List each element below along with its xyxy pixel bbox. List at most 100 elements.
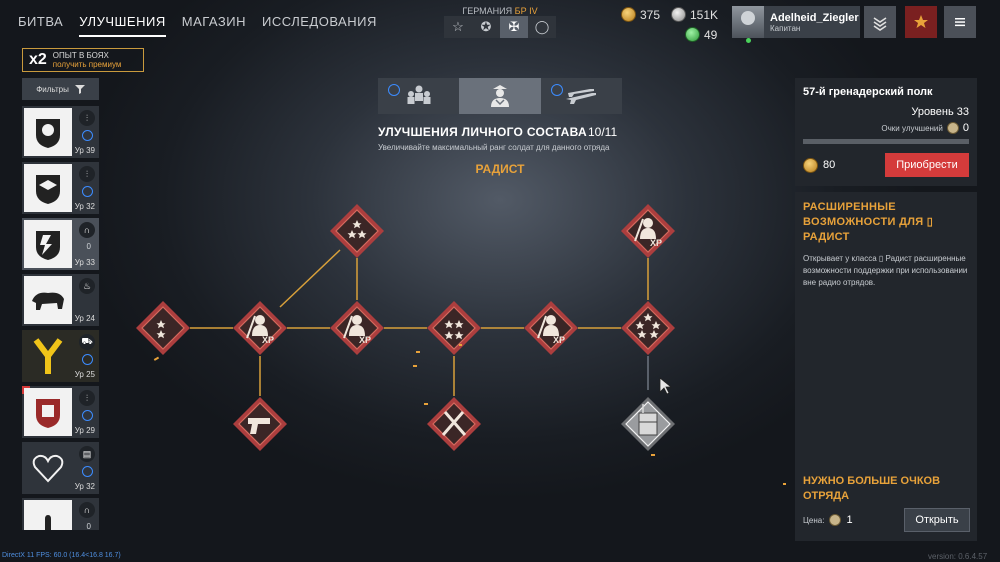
mouse-cursor-icon: [659, 377, 673, 395]
squad-emblem: [24, 388, 72, 436]
price: 80: [803, 157, 836, 173]
crossed-rifles-icon: [441, 411, 467, 436]
squad-level: Ур 39: [74, 146, 95, 155]
regiment-panel: 57-й гренадерский полк Уровень 33 Очки у…: [795, 78, 977, 186]
upgrade-node-rank[interactable]: [620, 300, 676, 356]
menu-button[interactable]: [944, 6, 976, 38]
infantry-class-icon: ⫶: [79, 166, 95, 182]
nav-battle[interactable]: БИТВА: [18, 14, 64, 29]
gold-currency: 375: [621, 7, 660, 22]
buy-button[interactable]: Приобрести: [885, 153, 969, 177]
upgrade-node-xp[interactable]: XP: [523, 300, 579, 356]
gold-amount: 375: [640, 7, 661, 22]
document-class-icon: ▤: [79, 446, 95, 462]
upgrade-points-value: 0: [962, 122, 969, 134]
profile-card[interactable]: Adelheid_Ziegler Капитан: [732, 6, 860, 43]
circle-icon[interactable]: ◯: [534, 19, 550, 34]
version-label: version: 0.6.4.57: [928, 552, 988, 561]
squad-emblem: [24, 332, 72, 380]
squad-card-selected[interactable]: ∩ 0 Ур 33: [22, 218, 99, 270]
squad-level: Ур 29: [74, 426, 95, 435]
svg-text:XP: XP: [359, 335, 371, 345]
upgrades-title: УЛУЧШЕНИЯ ЛИЧНОГО СОСТАВА: [378, 125, 587, 139]
upgrade-node-rank[interactable]: [426, 300, 482, 356]
spark-particles: [153, 344, 786, 485]
rank-chevron-button[interactable]: [864, 6, 896, 38]
price-value: 80: [823, 159, 836, 171]
get-premium-link[interactable]: получить премиум: [52, 60, 122, 69]
squad-card[interactable]: ▤ Ур 32: [22, 442, 99, 494]
check-icon: [388, 84, 400, 96]
squad-level: Ур 33: [74, 258, 95, 267]
medal-icon: [946, 122, 959, 134]
squad-card[interactable]: ⫶ Ур 32: [22, 162, 99, 214]
gold-coin-icon: [621, 7, 636, 22]
online-indicator: [746, 38, 751, 43]
star-badge-icon: [914, 15, 928, 28]
filters-button[interactable]: Фильтры: [22, 78, 99, 100]
class-name: РАДИСТ: [475, 162, 525, 176]
tab-weapons[interactable]: [541, 78, 622, 114]
main-nav: БИТВА УЛУЧШЕНИЯ МАГАЗИН ИССЛЕДОВАНИЯ: [18, 14, 377, 37]
squad-emblem: [24, 220, 72, 268]
lightning-shield-icon: [36, 231, 60, 260]
upgrade-node-xp[interactable]: XP: [329, 300, 385, 356]
squad-points: 0: [86, 522, 91, 530]
perk-panel: РАСШИРЕННЫЕ ВОЗМОЖНОСТИ ДЛЯ ▯ РАДИСТ Отк…: [795, 192, 977, 541]
squad-level: Ур 25: [74, 370, 95, 379]
cross-icon[interactable]: ✠: [500, 16, 528, 38]
squad-card[interactable]: ⛟ Ур 25: [22, 330, 99, 382]
regiment-name: 57-й гренадерский полк: [803, 86, 933, 98]
tab-squad-size[interactable]: [378, 78, 459, 114]
squad-card[interactable]: ♨ Ур 24: [22, 274, 99, 326]
upgrade-points-label: Очки улучшений: [881, 123, 943, 133]
squad-list: ⫶ Ур 39 ⫶ Ур 32 ∩ 0 Ур 33 ♨ Ур 24 ⛟ Ур 2…: [22, 106, 99, 534]
upgrades-description: Увеличивайте максимальный ранг солдат дл…: [378, 143, 610, 152]
nav-shop[interactable]: МАГАЗИН: [181, 14, 247, 29]
upgrade-node-rank[interactable]: [135, 300, 191, 356]
filter-funnel-icon: [74, 85, 85, 94]
svg-text:XP: XP: [650, 238, 662, 248]
fps-counter: DirectX 11 FPS: 60.0 (16.4<16.8 16.7): [2, 552, 121, 559]
green-amount: 49: [704, 27, 718, 42]
upgrade-node-radio-selected[interactable]: [621, 397, 675, 451]
filters-label: Фильтры: [36, 84, 69, 94]
rank-star-button[interactable]: [905, 6, 937, 38]
upgrade-node-pistol[interactable]: [232, 396, 288, 452]
squad-emblem: [24, 444, 72, 492]
squad-card[interactable]: ⫶ Ур 29: [22, 386, 99, 438]
hamburger-icon: [955, 18, 965, 27]
infantry-class-icon: ⫶: [79, 390, 95, 406]
profile-rank: Капитан: [770, 23, 801, 33]
upgrade-tabs: [378, 78, 622, 114]
upgrade-node-weapons[interactable]: [426, 396, 482, 452]
nav-research[interactable]: ИССЛЕДОВАНИЯ: [262, 14, 377, 29]
check-icon: [82, 354, 93, 365]
need-more-points: НУЖНО БОЛЬШЕ ОЧКОВ ОТРЯДА: [803, 475, 941, 502]
upgrade-node-xp[interactable]: XP: [620, 203, 676, 259]
perk-title: РАСШИРЕННЫЕ ВОЗМОЖНОСТИ ДЛЯ ▯ РАДИСТ: [803, 201, 934, 243]
squad-card[interactable]: ∩ 0: [22, 498, 99, 530]
premium-exp-badge[interactable]: x2 ОПЫТ В БОЯХ получить премиум: [22, 48, 144, 72]
upgrade-node-rank[interactable]: [329, 203, 385, 259]
check-icon: [550, 84, 563, 96]
skull-emblem-icon: [36, 119, 60, 148]
check-icon: [82, 186, 93, 197]
vehicle-class-icon: ⛟: [79, 334, 95, 350]
upgrade-node-xp[interactable]: XP: [232, 300, 288, 356]
open-button[interactable]: Открыть: [904, 508, 970, 532]
star-circle-icon[interactable]: ✪: [480, 19, 492, 34]
star-outline-icon[interactable]: ☆: [452, 19, 464, 34]
green-token-icon: [685, 27, 700, 42]
squad-level: Ур 24: [74, 314, 95, 323]
tab-personnel[interactable]: [459, 78, 541, 114]
squad-emblem: [24, 500, 72, 530]
squad-card[interactable]: ⫶ Ур 39: [22, 106, 99, 158]
squad-level: Ур 32: [74, 202, 95, 211]
exp-label: ОПЫТ В БОЯХ: [52, 51, 109, 60]
perk-description: Открывает у класса ▯ Радист расширенные …: [803, 254, 968, 287]
nav-upgrades[interactable]: УЛУЧШЕНИЯ: [79, 14, 166, 37]
profile-text: Adelheid_Ziegler Капитан: [770, 12, 859, 33]
svg-text:XP: XP: [262, 335, 274, 345]
